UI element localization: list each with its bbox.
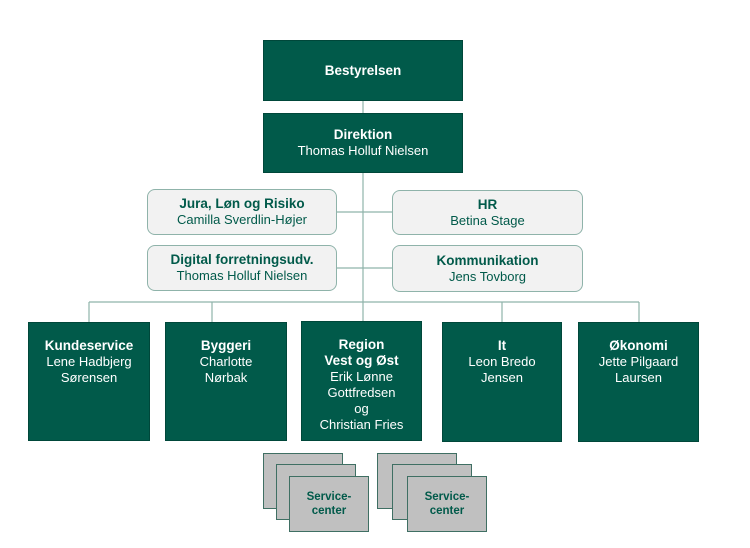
department-line: Gottfredsen — [327, 385, 396, 400]
management-title: Direktion — [333, 127, 393, 142]
department-line: Jette Pilgaard — [598, 354, 679, 369]
department-region: Region Vest og Øst Erik Lønne Gottfredse… — [301, 321, 422, 441]
service-center-card: Service- center — [289, 476, 369, 532]
staff-name: Camilla Sverdlin-Højer — [176, 212, 308, 227]
management-box: Direktion Thomas Holluf Nielsen — [263, 113, 463, 173]
department-line: Nørbak — [204, 370, 248, 385]
staff-box-digital: Digital forretningsudv. Thomas Holluf Ni… — [147, 245, 337, 291]
management-name: Thomas Holluf Nielsen — [297, 143, 429, 158]
service-center-card: Service- center — [407, 476, 487, 532]
staff-title: Kommunikation — [436, 252, 539, 268]
department-line: Christian Fries — [319, 417, 404, 432]
department-title: Økonomi — [609, 338, 668, 353]
department-kundeservice: Kundeservice Lene Hadbjerg Sørensen — [28, 322, 150, 441]
staff-box-communication: Kommunikation Jens Tovborg — [392, 245, 583, 292]
service-center-label-line2: center — [429, 505, 465, 517]
department-title: Kundeservice — [44, 338, 134, 353]
service-center-label-line2: center — [311, 505, 347, 517]
board-title: Bestyrelsen — [324, 62, 402, 78]
department-title-line2: Vest og Øst — [324, 353, 399, 368]
staff-name: Betina Stage — [450, 212, 525, 228]
department-it: It Leon Bredo Jensen — [442, 322, 562, 442]
department-title: Byggeri — [200, 338, 252, 353]
department-okonomi: Økonomi Jette Pilgaard Laursen — [578, 322, 699, 442]
department-line: og — [354, 401, 369, 416]
department-line: Lene Hadbjerg — [46, 354, 132, 369]
staff-title: HR — [477, 196, 498, 212]
department-line: Charlotte — [199, 354, 253, 369]
department-title: Region — [338, 337, 385, 352]
staff-box-hr: HR Betina Stage — [392, 190, 583, 235]
staff-title: Jura, Løn og Risiko — [179, 196, 305, 211]
board-box: Bestyrelsen — [263, 40, 463, 101]
staff-name: Thomas Holluf Nielsen — [176, 268, 308, 283]
department-title: It — [497, 338, 507, 353]
department-line: Sørensen — [60, 370, 118, 385]
staff-box-legal: Jura, Løn og Risiko Camilla Sverdlin-Høj… — [147, 189, 337, 235]
staff-name: Jens Tovborg — [448, 268, 527, 284]
department-line: Erik Lønne — [330, 369, 393, 384]
department-byggeri: Byggeri Charlotte Nørbak — [165, 322, 287, 441]
service-center-label-line1: Service- — [306, 491, 352, 503]
staff-title: Digital forretningsudv. — [170, 252, 314, 267]
service-center-label-line1: Service- — [424, 491, 470, 503]
department-line: Laursen — [615, 370, 662, 385]
department-line: Leon Bredo — [468, 354, 536, 369]
department-line: Jensen — [481, 370, 523, 385]
